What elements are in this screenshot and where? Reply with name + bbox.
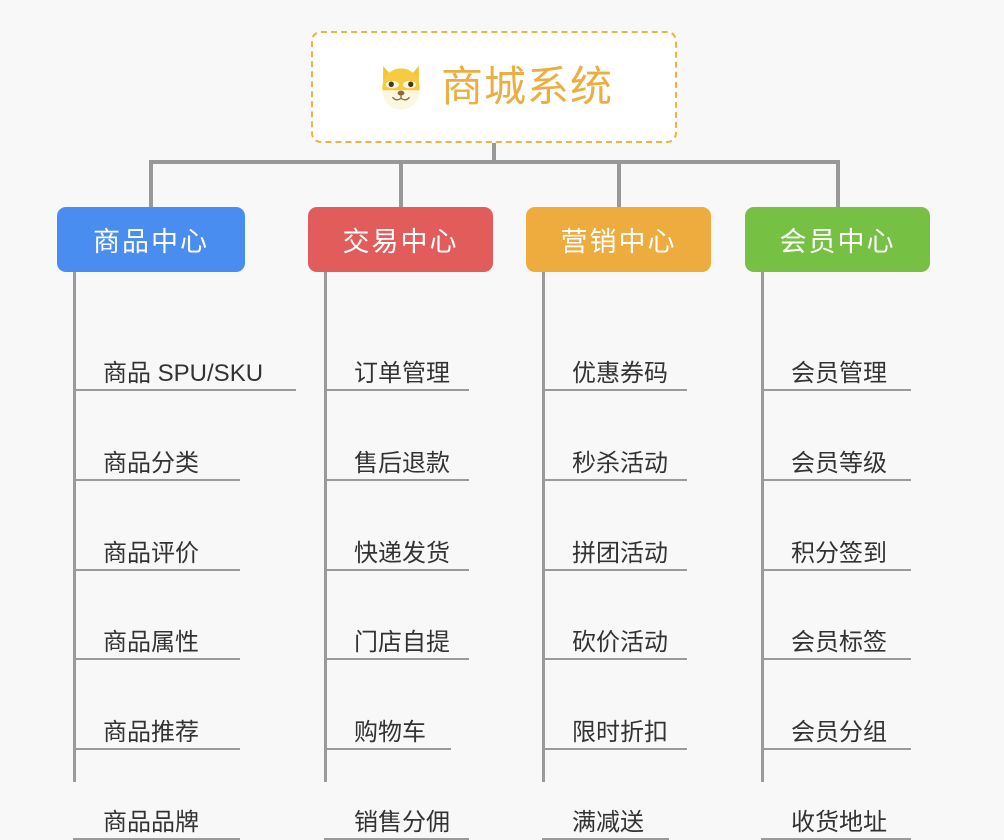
leaf-item[interactable]: 订单管理 xyxy=(324,349,469,391)
leaf-label: 优惠券码 xyxy=(572,359,668,387)
leaf-label: 商品属性 xyxy=(103,628,199,656)
branch-column-2: 交易中心 订单管理 售后退款 快递发货 门店自提 购物车 销售分佣 xyxy=(308,207,493,840)
leaf-label: 会员标签 xyxy=(791,628,887,656)
branch-column-1: 商品中心 商品 SPU/SKU 商品分类 商品评价 商品属性 商品推荐 商品品牌 xyxy=(57,207,296,840)
leaf-item[interactable]: 拼团活动 xyxy=(542,529,687,571)
leaf-item[interactable]: 会员分组 xyxy=(761,708,911,750)
leaf-label: 会员管理 xyxy=(791,359,887,387)
branch-header-2[interactable]: 交易中心 xyxy=(308,207,493,272)
shiba-dog-icon xyxy=(382,65,420,110)
leaf-label: 会员等级 xyxy=(791,449,887,477)
leaf-label: 收货地址 xyxy=(791,808,887,836)
leaf-label: 商品分类 xyxy=(103,449,199,477)
branch-body-2: 订单管理 售后退款 快递发货 门店自提 购物车 销售分佣 xyxy=(308,272,493,840)
branch-column-4: 会员中心 会员管理 会员等级 积分签到 会员标签 会员分组 收货地址 xyxy=(745,207,930,840)
leaf-item[interactable]: 售后退款 xyxy=(324,439,469,481)
leaf-item[interactable]: 砍价活动 xyxy=(542,618,687,660)
leaf-item[interactable]: 商品分类 xyxy=(73,439,240,481)
branch-body-3: 优惠券码 秒杀活动 拼团活动 砍价活动 限时折扣 满减送 xyxy=(526,272,711,840)
leaf-label: 订单管理 xyxy=(354,359,450,387)
leaf-item[interactable]: 快递发货 xyxy=(324,529,469,571)
leaf-item[interactable]: 商品品牌 xyxy=(73,798,240,840)
root-title: 商城系统 xyxy=(440,63,613,110)
leaf-label: 满减送 xyxy=(572,808,644,836)
leaf-label: 积分签到 xyxy=(791,539,887,567)
leaf-label: 商品 SPU/SKU xyxy=(103,359,264,387)
leaf-item[interactable]: 会员标签 xyxy=(761,618,911,660)
branch-header-1-label: 商品中心 xyxy=(93,227,209,257)
branch-trunk-1 xyxy=(73,272,76,782)
leaf-label: 拼团活动 xyxy=(572,539,668,567)
branch-trunk-4 xyxy=(761,272,764,782)
branch-header-3[interactable]: 营销中心 xyxy=(526,207,711,272)
leaf-label: 快递发货 xyxy=(354,539,450,567)
leaf-item[interactable]: 优惠券码 xyxy=(542,349,687,391)
root-node[interactable]: 商城系统 xyxy=(311,31,677,143)
connector-bus xyxy=(149,160,840,164)
leaf-item[interactable]: 会员管理 xyxy=(761,349,911,391)
branch-trunk-3 xyxy=(542,272,545,782)
leaf-item[interactable]: 商品 SPU/SKU xyxy=(73,349,296,391)
leaf-label: 会员分组 xyxy=(791,718,887,746)
leaf-label: 售后退款 xyxy=(354,449,450,477)
leaf-item[interactable]: 积分签到 xyxy=(761,529,911,571)
branch-body-4: 会员管理 会员等级 积分签到 会员标签 会员分组 收货地址 xyxy=(745,272,930,840)
connector-drop-2 xyxy=(399,160,403,208)
leaf-item[interactable]: 限时折扣 xyxy=(542,708,687,750)
connector-drop-3 xyxy=(617,160,621,208)
leaf-label: 门店自提 xyxy=(354,628,450,656)
leaf-label: 商品评价 xyxy=(103,539,199,567)
leaf-item[interactable]: 门店自提 xyxy=(324,618,469,660)
branch-body-1: 商品 SPU/SKU 商品分类 商品评价 商品属性 商品推荐 商品品牌 xyxy=(57,272,296,840)
branch-header-1[interactable]: 商品中心 xyxy=(57,207,245,272)
branch-header-4[interactable]: 会员中心 xyxy=(745,207,930,272)
leaf-item[interactable]: 商品推荐 xyxy=(73,708,240,750)
leaf-label: 限时折扣 xyxy=(572,718,668,746)
leaf-item[interactable]: 满减送 xyxy=(542,798,669,840)
leaf-label: 商品品牌 xyxy=(103,808,199,836)
branch-header-4-label: 会员中心 xyxy=(779,227,896,257)
leaf-label: 销售分佣 xyxy=(354,808,450,836)
branch-header-3-label: 营销中心 xyxy=(560,227,677,257)
leaf-item[interactable]: 商品评价 xyxy=(73,529,240,571)
leaf-item[interactable]: 销售分佣 xyxy=(324,798,469,840)
connector-drop-1 xyxy=(149,160,153,208)
branch-trunk-2 xyxy=(324,272,327,782)
leaf-label: 商品推荐 xyxy=(103,718,199,746)
leaf-item[interactable]: 收货地址 xyxy=(761,798,911,840)
leaf-item[interactable]: 会员等级 xyxy=(761,439,911,481)
leaf-label: 砍价活动 xyxy=(572,628,668,656)
leaf-label: 购物车 xyxy=(354,718,426,746)
branch-header-2-label: 交易中心 xyxy=(342,227,459,257)
connector-stem xyxy=(492,143,496,162)
root-node-content: 商城系统 xyxy=(375,61,613,113)
leaf-item[interactable]: 秒杀活动 xyxy=(542,439,687,481)
leaf-item[interactable]: 购物车 xyxy=(324,708,451,750)
leaf-item[interactable]: 商品属性 xyxy=(73,618,240,660)
leaf-label: 秒杀活动 xyxy=(572,449,668,477)
connector-drop-4 xyxy=(836,160,840,208)
branch-column-3: 营销中心 优惠券码 秒杀活动 拼团活动 砍价活动 限时折扣 满减送 xyxy=(526,207,711,840)
